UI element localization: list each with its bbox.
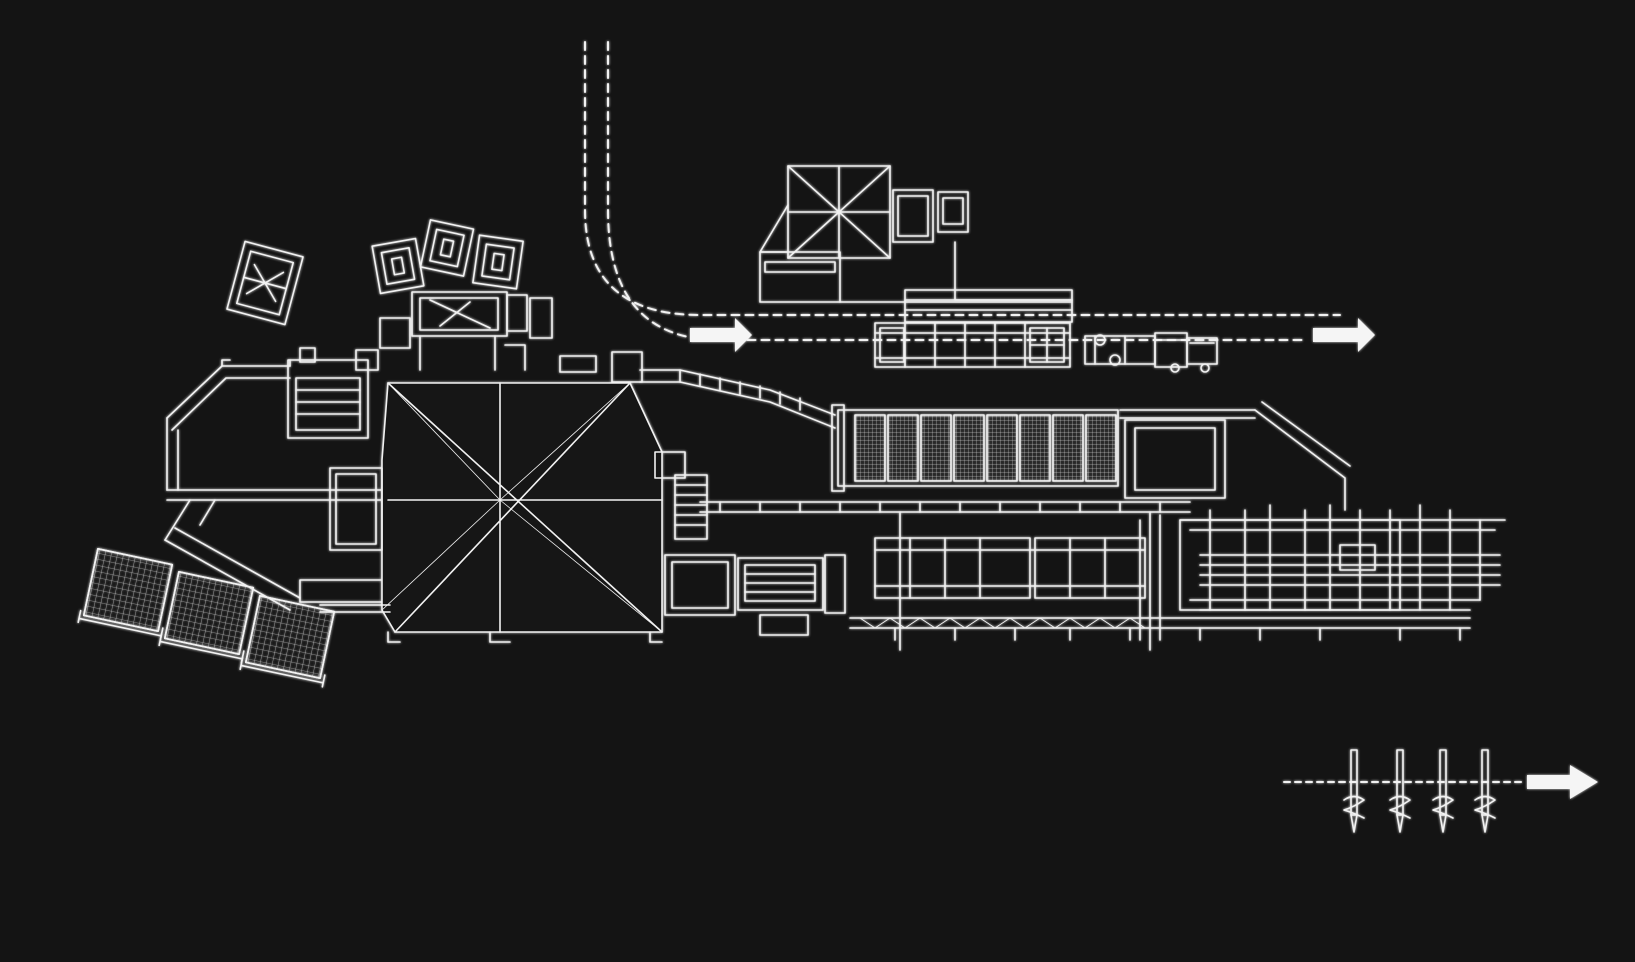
solar-panel-icon [158, 571, 255, 664]
truck-route [584, 41, 1341, 341]
loading-conveyor [874, 322, 1071, 368]
screw-pile-icon [1432, 749, 1454, 833]
main-hall [329, 351, 686, 643]
solar-panel-icon [239, 595, 336, 688]
tray [472, 234, 524, 290]
return-conveyor [166, 347, 401, 501]
right-arrow-icon [1313, 318, 1375, 352]
right-arrow-icon [1527, 765, 1598, 799]
processing-station [664, 554, 846, 636]
tray [371, 237, 425, 295]
solar-panel-icon [77, 548, 174, 641]
main-conveyor [674, 474, 1191, 540]
storage-tent [759, 165, 1073, 323]
right-arrow-icon [690, 318, 752, 352]
racking-line [1139, 504, 1506, 641]
tray [419, 219, 475, 277]
robot-cell [226, 240, 304, 326]
transfer-conveyor [639, 369, 836, 429]
assembly-station [379, 291, 553, 371]
screw-pile-icon [1389, 749, 1411, 833]
truck-icon [1084, 332, 1218, 373]
inspection-frame [1119, 401, 1351, 511]
screw-pile-icon [1343, 749, 1365, 833]
panel-array [831, 404, 1119, 492]
buffer-frames [874, 511, 1151, 651]
screw-pile-icon [1474, 749, 1496, 833]
